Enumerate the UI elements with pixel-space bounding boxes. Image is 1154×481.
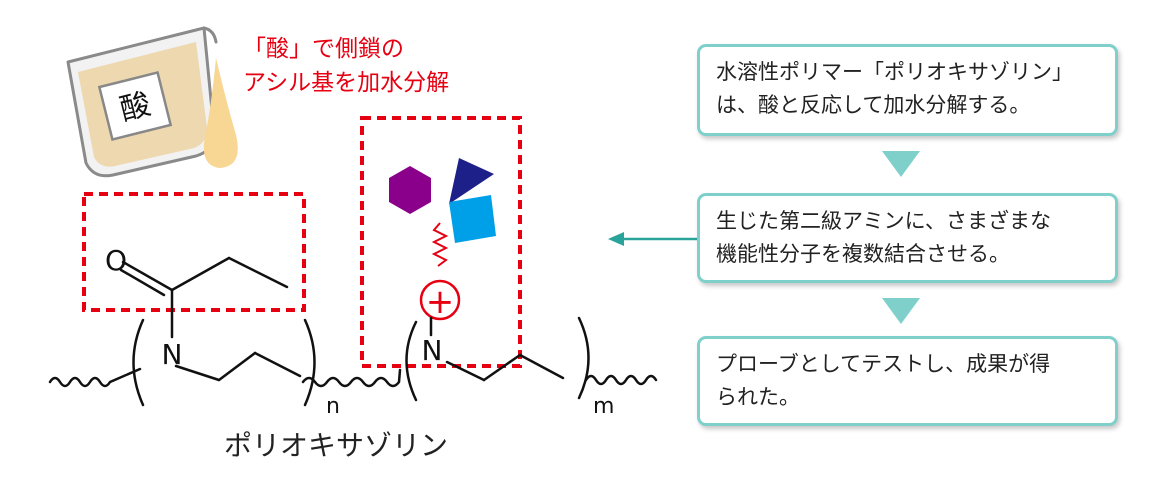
positive-charge-symbol: + [426,282,455,322]
acid-beaker-icon: 酸 [66,26,218,178]
acid-note-line2: アシル基を加水分解 [243,70,449,96]
polymer-structure [48,256,658,407]
nitrogen-atom-label-2: N [422,334,443,367]
step-box-1: 水溶性ポリマー「ポリオキサゾリン」 は、酸と反応して加水分解する。 [697,44,1118,136]
step-1-line-1: 水溶性ポリマー「ポリオキサゾリン」 [716,60,1073,84]
acid-note-line1: 「酸」で側鎖の [243,36,404,62]
down-arrow-icon-1 [882,151,920,177]
step-3-line-1: プローブとしてテストし、成果が得 [716,352,1051,376]
step-2-line-1: 生じた第二級アミンに、さまざまな [716,209,1051,233]
linker-wavy-line [431,222,449,267]
functional-group-highlight-box [360,116,522,368]
acid-drop-icon [203,58,238,168]
positive-charge-icon [419,279,461,321]
step-box-2: 生じた第二級アミンに、さまざまな 機能性分子を複数結合させる。 [697,193,1118,283]
step-2-line-2: 機能性分子を複数結合させる。 [716,242,1010,266]
triangle-molecule-icon [449,158,494,204]
nitrogen-atom-label: N [162,338,183,371]
process-arrow-head-icon [608,232,624,246]
down-arrow-icon-2 [882,298,920,324]
repeat-subscript-n: n [326,394,340,419]
oxygen-atom-label: O [105,244,127,277]
acyl-group-highlight-box [82,192,306,312]
step-1-line-2: は、酸と反応して加水分解する。 [716,93,1031,117]
square-molecule-icon [449,195,496,243]
step-box-3: プローブとしてテストし、成果が得 られた。 [697,336,1118,426]
repeat-subscript-m: m [593,394,614,419]
polymer-name-label: ポリオキサゾリン [224,429,448,462]
beaker-label-plate [97,71,173,141]
step-3-line-2: られた。 [716,385,800,409]
hexagon-molecule-icon [389,166,431,214]
